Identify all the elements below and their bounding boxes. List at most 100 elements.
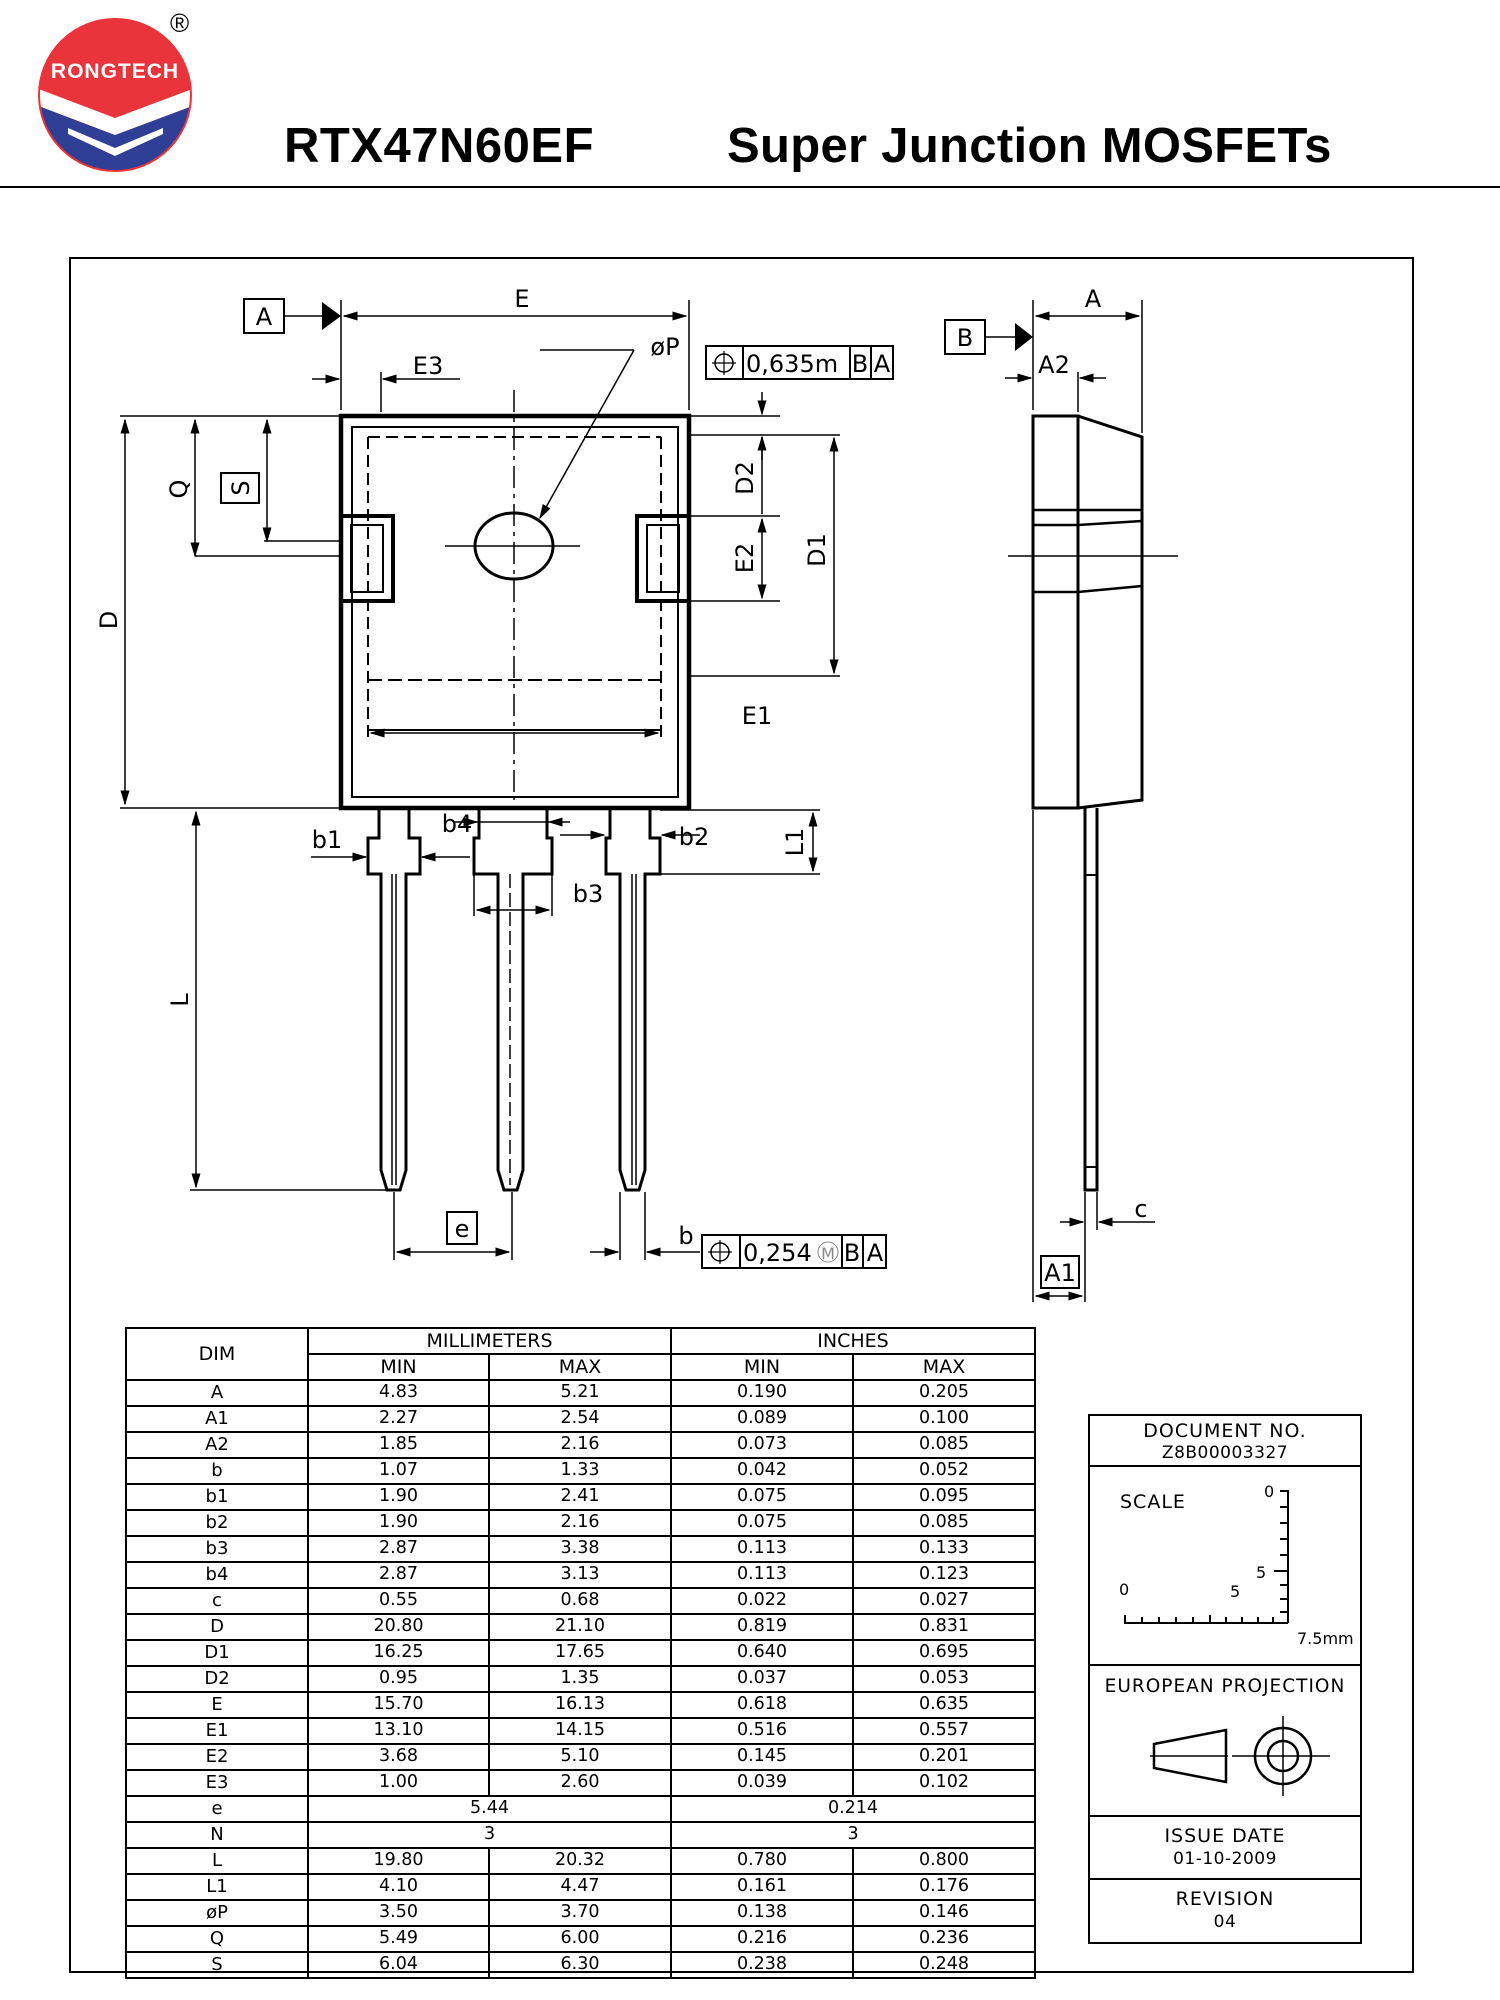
- cell-in-max: 0.800: [852, 1847, 1037, 1875]
- datum-b-label: B: [957, 324, 973, 352]
- cell-mm-min: 1.07: [307, 1457, 490, 1485]
- cell-mm-min: 2.27: [307, 1405, 490, 1433]
- cell-dim: E: [125, 1691, 309, 1719]
- cell-in-min: 0.042: [670, 1457, 855, 1485]
- cell-in-min: 0.216: [670, 1925, 855, 1953]
- european-projection-symbol-icon: [1150, 1716, 1330, 1796]
- fcf-bottom-ref-a: A: [867, 1239, 884, 1267]
- cell-mm-min: 5.49: [307, 1925, 490, 1953]
- cell-mm-max: 2.41: [487, 1483, 673, 1511]
- cell-in-min: 0.190: [670, 1379, 855, 1407]
- cell-mm-min: 19.80: [307, 1847, 490, 1875]
- cell-in-min: 0.819: [670, 1613, 855, 1641]
- cell-in-min: 0.780: [670, 1847, 855, 1875]
- header-rule: [0, 186, 1500, 188]
- cell-dim: c: [125, 1587, 309, 1615]
- cell-in-min: 0.113: [670, 1561, 855, 1589]
- cell-in-min: 0.075: [670, 1509, 855, 1537]
- cell-in-max: 0.100: [852, 1405, 1037, 1433]
- cell-dim: E1: [125, 1717, 309, 1745]
- fcf-top-ref-b: B: [852, 350, 868, 378]
- cell-mm-min: 6.04: [307, 1951, 490, 1979]
- dim-label-L1: L1: [781, 828, 809, 857]
- cell-dim: A2: [125, 1431, 309, 1459]
- cell-dim: b: [125, 1457, 309, 1485]
- cell-in-min: 0.075: [670, 1483, 855, 1511]
- cell-in-max: 0.201: [852, 1743, 1037, 1771]
- cell-in-max: 0.146: [852, 1899, 1037, 1927]
- dim-label-E2: E2: [731, 543, 759, 573]
- scale-label: SCALE: [1120, 1491, 1186, 1513]
- cell-mm-max: 1.35: [487, 1665, 673, 1693]
- cell-in-single: 0.214: [670, 1795, 1037, 1823]
- fcf-bottom-ref-b: B: [844, 1239, 860, 1267]
- cell-mm-min: 4.83: [307, 1379, 490, 1407]
- cell-in-max: 0.831: [852, 1613, 1037, 1641]
- cell-dim: L1: [125, 1873, 309, 1901]
- cell-mm-min: 2.87: [307, 1535, 490, 1563]
- cell-in-min: 0.039: [670, 1769, 855, 1797]
- cell-dim: D2: [125, 1665, 309, 1693]
- cell-dim: øP: [125, 1899, 309, 1927]
- issue-date-section: ISSUE DATE 01-10-2009: [1090, 1817, 1360, 1880]
- cell-dim: L: [125, 1847, 309, 1875]
- cell-mm-max: 17.65: [487, 1639, 673, 1667]
- dim-label-A1: A1: [1044, 1259, 1076, 1287]
- cell-mm-max: 3.38: [487, 1535, 673, 1563]
- cell-mm-single: 5.44: [306, 1795, 673, 1823]
- cell-dim: S: [125, 1951, 309, 1979]
- dim-label-c: c: [1134, 1195, 1147, 1223]
- logo-brand-text: RONGTECH: [51, 60, 179, 83]
- cell-in-max: 0.205: [852, 1379, 1037, 1407]
- dim-label-D: D: [95, 611, 123, 629]
- cell-dim: E3: [125, 1769, 309, 1797]
- cell-dim: b4: [125, 1561, 309, 1589]
- cell-mm-min: 3.50: [307, 1899, 490, 1927]
- cell-mm-min: 1.90: [307, 1483, 490, 1511]
- rongtech-logo: RONGTECH: [38, 18, 192, 172]
- projection-label: EUROPEAN PROJECTION: [1104, 1676, 1346, 1697]
- document-no-value: Z8B00003327: [1161, 1443, 1289, 1463]
- cell-dim: D: [125, 1613, 309, 1641]
- dim-label-phiP: øP: [650, 333, 679, 361]
- part-number: RTX47N60EF: [284, 119, 595, 173]
- cell-mm-max: 5.21: [487, 1379, 673, 1407]
- registered-mark: ®: [170, 8, 190, 38]
- dim-label-E: E: [514, 285, 529, 313]
- cell-dim: A: [125, 1379, 309, 1407]
- cell-in-min: 0.516: [670, 1717, 855, 1745]
- cell-in-max: 0.236: [852, 1925, 1037, 1953]
- cell-mm-max: 2.60: [487, 1769, 673, 1797]
- page-title: Super Junction MOSFETs: [727, 119, 1332, 173]
- document-info-box: DOCUMENT NO. Z8B00003327 SCALE 0 5 0 5 7…: [1088, 1414, 1362, 1944]
- cell-in-min: 0.618: [670, 1691, 855, 1719]
- document-number-section: DOCUMENT NO. Z8B00003327: [1090, 1416, 1360, 1467]
- fcf-bottom-modifier: M: [821, 1244, 835, 1263]
- cell-dim: E2: [125, 1743, 309, 1771]
- cell-dim: Q: [125, 1925, 309, 1953]
- cell-in-max: 0.052: [852, 1457, 1037, 1485]
- scale-unit: 7.5mm: [1297, 1629, 1354, 1648]
- datum-a-label: A: [256, 303, 273, 331]
- cell-mm-max: 2.16: [487, 1509, 673, 1537]
- cell-in-max: 0.085: [852, 1431, 1037, 1459]
- cell-dim: b2: [125, 1509, 309, 1537]
- cell-mm-max: 16.13: [487, 1691, 673, 1719]
- dim-label-L: L: [166, 993, 194, 1007]
- cell-mm-max: 2.16: [487, 1431, 673, 1459]
- cell-mm-max: 3.13: [487, 1561, 673, 1589]
- revision-value: 04: [1213, 1912, 1237, 1932]
- fcf-top-value: 0,635m: [746, 350, 838, 378]
- cell-in-max: 0.095: [852, 1483, 1037, 1511]
